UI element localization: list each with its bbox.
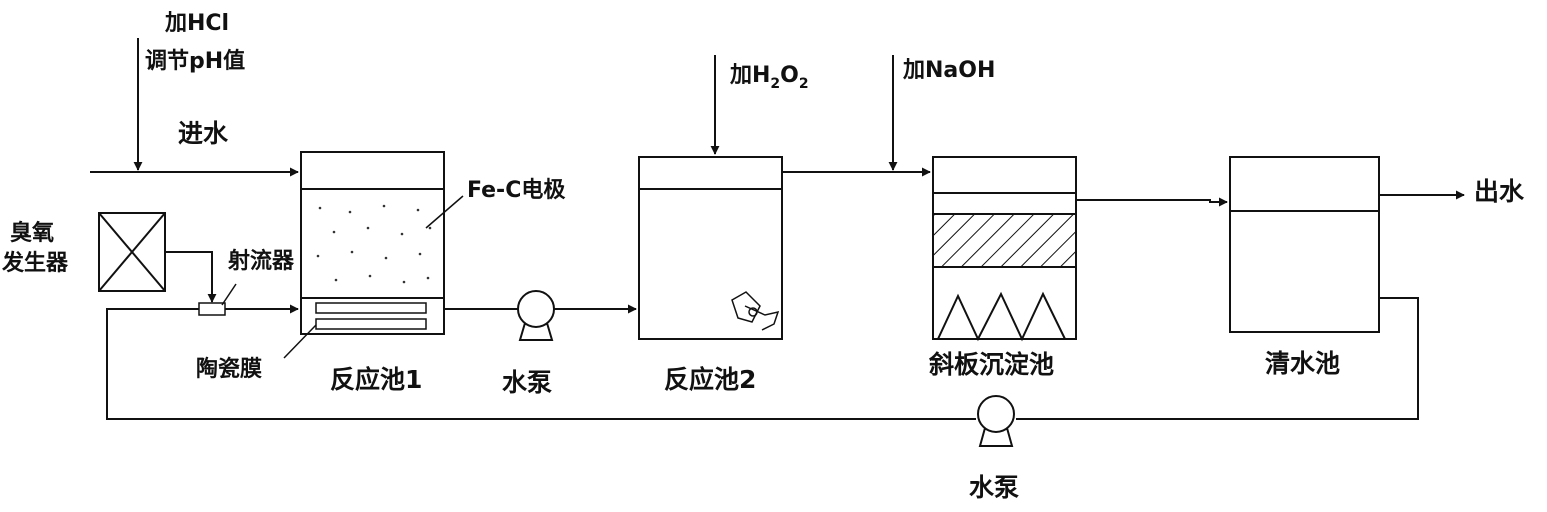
settler-label: 斜板沉淀池 [928, 350, 1054, 379]
fe-c-electrode-leader [425, 195, 464, 229]
inlet-label: 进水 [178, 119, 229, 148]
recycle-line-right [1016, 297, 1419, 420]
reactor-1-tank [300, 151, 445, 335]
adjust-ph-label: 调节pH值 [145, 48, 245, 74]
ejector-label: 射流器 [227, 248, 295, 274]
ceramic-membrane-upper [315, 302, 427, 314]
fe-c-electrode-label: Fe-C电极 [467, 178, 566, 203]
pump-1 [517, 290, 555, 328]
stirrer-icon [731, 291, 780, 331]
pump-2 [977, 395, 1015, 433]
pump-2-base [978, 427, 1014, 447]
ozone-generator-cross-b [98, 212, 166, 292]
pump-1-label: 水泵 [502, 368, 552, 397]
ejector-leader [221, 283, 237, 306]
add-hcl-label: 加HCl [164, 11, 229, 36]
reactor-1-label: 反应池1 [330, 365, 422, 394]
ejector [198, 302, 226, 316]
add-naoh-label: 加NaOH [902, 58, 995, 83]
settler-to-clear-tank [1076, 197, 1228, 207]
ceramic-membrane-label: 陶瓷膜 [196, 356, 262, 382]
ceramic-membrane-leader [283, 324, 317, 359]
clear-tank-label: 清水池 [1265, 349, 1340, 378]
clear-water-tank [1229, 156, 1380, 333]
fe-c-electrode-particles [316, 204, 432, 284]
ozone-gas-line [165, 251, 217, 303]
pump-2-label: 水泵 [969, 473, 1019, 502]
recycle-line-left [106, 308, 976, 420]
outlet-label: 出水 [1474, 177, 1525, 206]
reactor-2-tank [638, 156, 783, 340]
ozone-generator-label-2: 发生器 [1, 250, 69, 276]
ceramic-membrane-lower [315, 318, 427, 330]
ozone-generator-label-1: 臭氧 [10, 220, 54, 246]
settler-sludge-hoppers [937, 291, 1066, 342]
pump-1-base [518, 322, 554, 341]
add-h2o2-label: 加H2O2 [729, 63, 809, 92]
reactor-2-label: 反应池2 [664, 365, 756, 394]
inclined-plates [933, 215, 1076, 267]
